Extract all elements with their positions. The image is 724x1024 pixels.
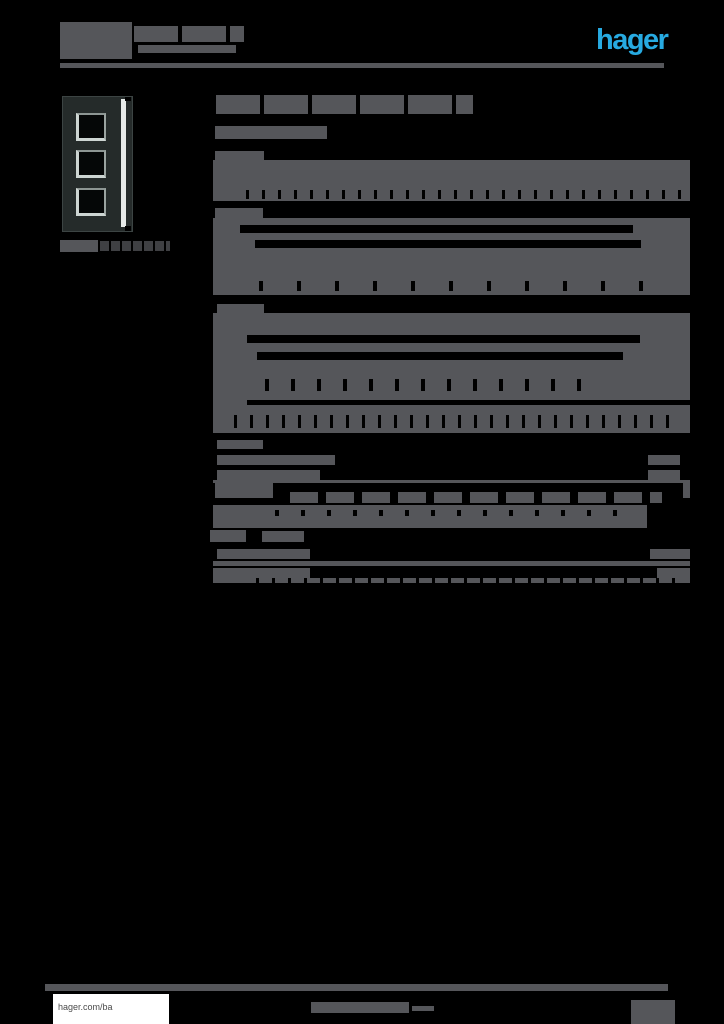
section3-text-texture-1 [243, 379, 588, 391]
spec-row3-label-bar [215, 483, 273, 498]
section2-text-texture [225, 281, 655, 291]
section3-text-texture-2 [221, 415, 681, 428]
spec-separator-line [213, 480, 690, 483]
section1-text-texture [233, 190, 682, 199]
spec-row5-value-bar [262, 531, 304, 542]
hager-logo: hager [596, 24, 669, 56]
product-photo [62, 96, 133, 232]
photo-corner-notch-top [125, 97, 131, 101]
header-rule [60, 63, 664, 68]
section3-row-gap-2 [257, 352, 623, 360]
product-caption-bar [60, 240, 98, 252]
footer-center-dash-bar [412, 1006, 434, 1011]
spec-row7-value-bar [657, 568, 690, 578]
spec-row4-text-block [213, 505, 647, 528]
spec-row3-right-bar [683, 483, 690, 498]
footer-rule [45, 984, 668, 991]
section3-heading-bar [217, 304, 264, 313]
spec-row2-label-bar [217, 470, 320, 480]
spec-row1-label-bar [217, 455, 335, 465]
doc-subtitle-bar [215, 126, 327, 139]
section2-table-block [213, 218, 690, 295]
frame-window-2 [76, 150, 106, 178]
section1-heading-bar [215, 151, 264, 161]
photo-corner-notch-bottom [125, 226, 131, 231]
section3-row-gap-3 [247, 400, 690, 405]
section2-heading-bar [215, 208, 263, 218]
spec-row6-value-bar [650, 549, 690, 559]
footer-website-box: hager.com/ba [53, 994, 169, 1024]
spec-bottom-band-texture [243, 578, 683, 583]
header-reference-block [60, 22, 132, 59]
header-title-line2-bar [138, 45, 236, 53]
doc-title-bar [216, 95, 473, 114]
product-caption-dim-bar [100, 241, 170, 251]
spec-row1-value-bar [648, 455, 680, 465]
section2-row-gap-2 [255, 240, 641, 248]
frame-window-1 [76, 113, 106, 141]
spec-row3-value-dotted-bar [290, 492, 662, 503]
frame-window-3 [76, 188, 106, 216]
section4-heading-bar [217, 440, 263, 449]
header-title-line1-bar [134, 26, 244, 42]
spec-row6-label-bar [217, 549, 310, 559]
spec-row2-value-bar [648, 470, 680, 480]
section1-text-block [213, 160, 690, 201]
product-photo-highlight-stripe [121, 99, 126, 227]
section3-row-gap-1 [247, 335, 640, 343]
spec-bottom-band [213, 578, 690, 583]
spec-row7-label-bar [213, 568, 310, 578]
spec-row4-texture [253, 510, 633, 516]
footer-website-link[interactable]: hager.com/ba [58, 1002, 113, 1012]
section3-table-block [213, 313, 690, 433]
footer-page-badge [631, 1000, 675, 1024]
spec-row5-label-bar [210, 530, 246, 542]
spec-band-line [213, 561, 690, 566]
footer-center-text-bar [311, 1002, 409, 1013]
section2-row-gap-1 [240, 225, 633, 233]
